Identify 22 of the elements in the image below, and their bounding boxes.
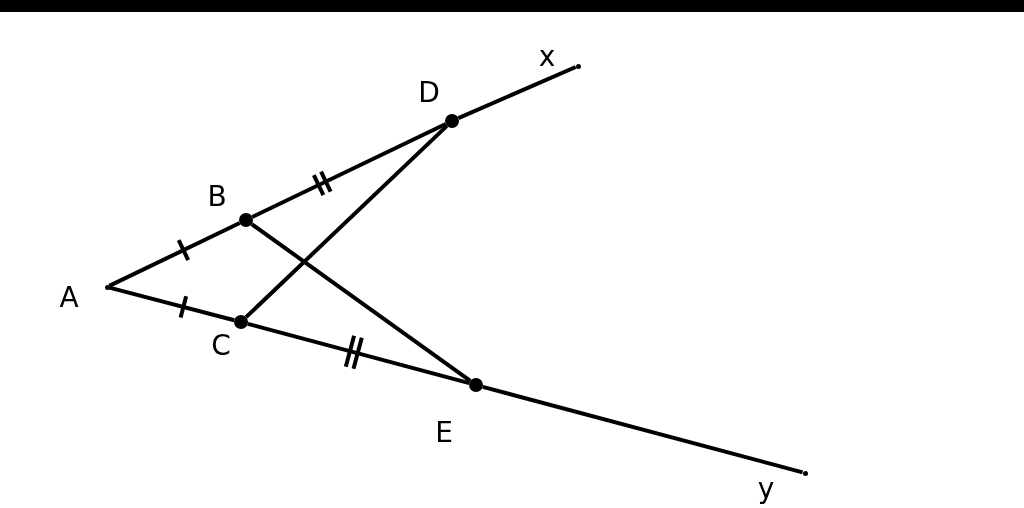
point-label: C <box>211 332 231 360</box>
point-dot <box>445 114 459 128</box>
point-label: A <box>59 284 79 312</box>
point-label: B <box>207 183 227 211</box>
point-label: D <box>418 79 440 107</box>
line-segment <box>247 321 470 386</box>
point-dot <box>234 315 248 329</box>
line-segment <box>251 122 447 219</box>
line-end-point <box>575 63 581 69</box>
line-segment <box>108 285 235 323</box>
line-end-point <box>104 284 110 290</box>
point-label: E <box>435 419 453 447</box>
line-segment <box>244 124 449 319</box>
line-segment <box>250 222 472 383</box>
point-dot <box>469 378 483 392</box>
line-end-point <box>802 470 808 476</box>
point-dot <box>239 213 253 227</box>
point-label: y <box>757 475 775 503</box>
point-label: x <box>538 43 556 71</box>
line-segment <box>457 65 577 121</box>
line-segment <box>108 221 241 288</box>
line-segment <box>482 384 804 475</box>
